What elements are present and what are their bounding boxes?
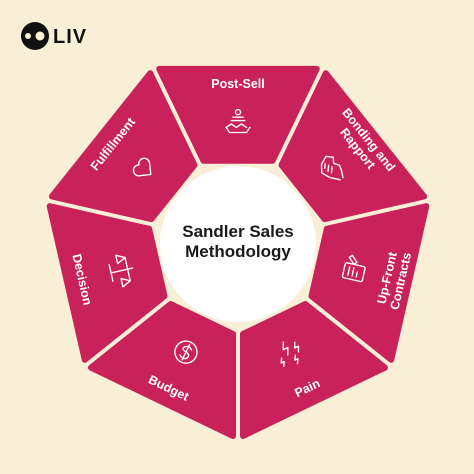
center-title-line2: Methodology (185, 242, 291, 261)
logo-mark-icon (21, 22, 49, 50)
segment-budget (88, 301, 236, 439)
handshake-icon (320, 155, 344, 181)
segment-up-front-contracts (308, 203, 430, 363)
center-title-line1: Sandler Sales (182, 222, 294, 241)
dollar-icon (174, 340, 198, 364)
scales-icon (108, 254, 134, 288)
segment-bonding-and-rapport (278, 70, 428, 223)
segment-pain (240, 301, 388, 439)
segment-label-group: Post-Sell (211, 77, 265, 91)
segments-layer (46, 65, 430, 439)
heart-icon (132, 157, 152, 177)
segment-label: Post-Sell (211, 77, 265, 91)
segment-decision (46, 203, 168, 363)
segment-fulfillment (48, 70, 198, 223)
contract-icon (341, 254, 366, 283)
lightning-icon (280, 341, 300, 368)
handshake-people-icon (225, 108, 251, 134)
center-disc (160, 166, 316, 322)
logo-text: LIV (53, 26, 87, 48)
